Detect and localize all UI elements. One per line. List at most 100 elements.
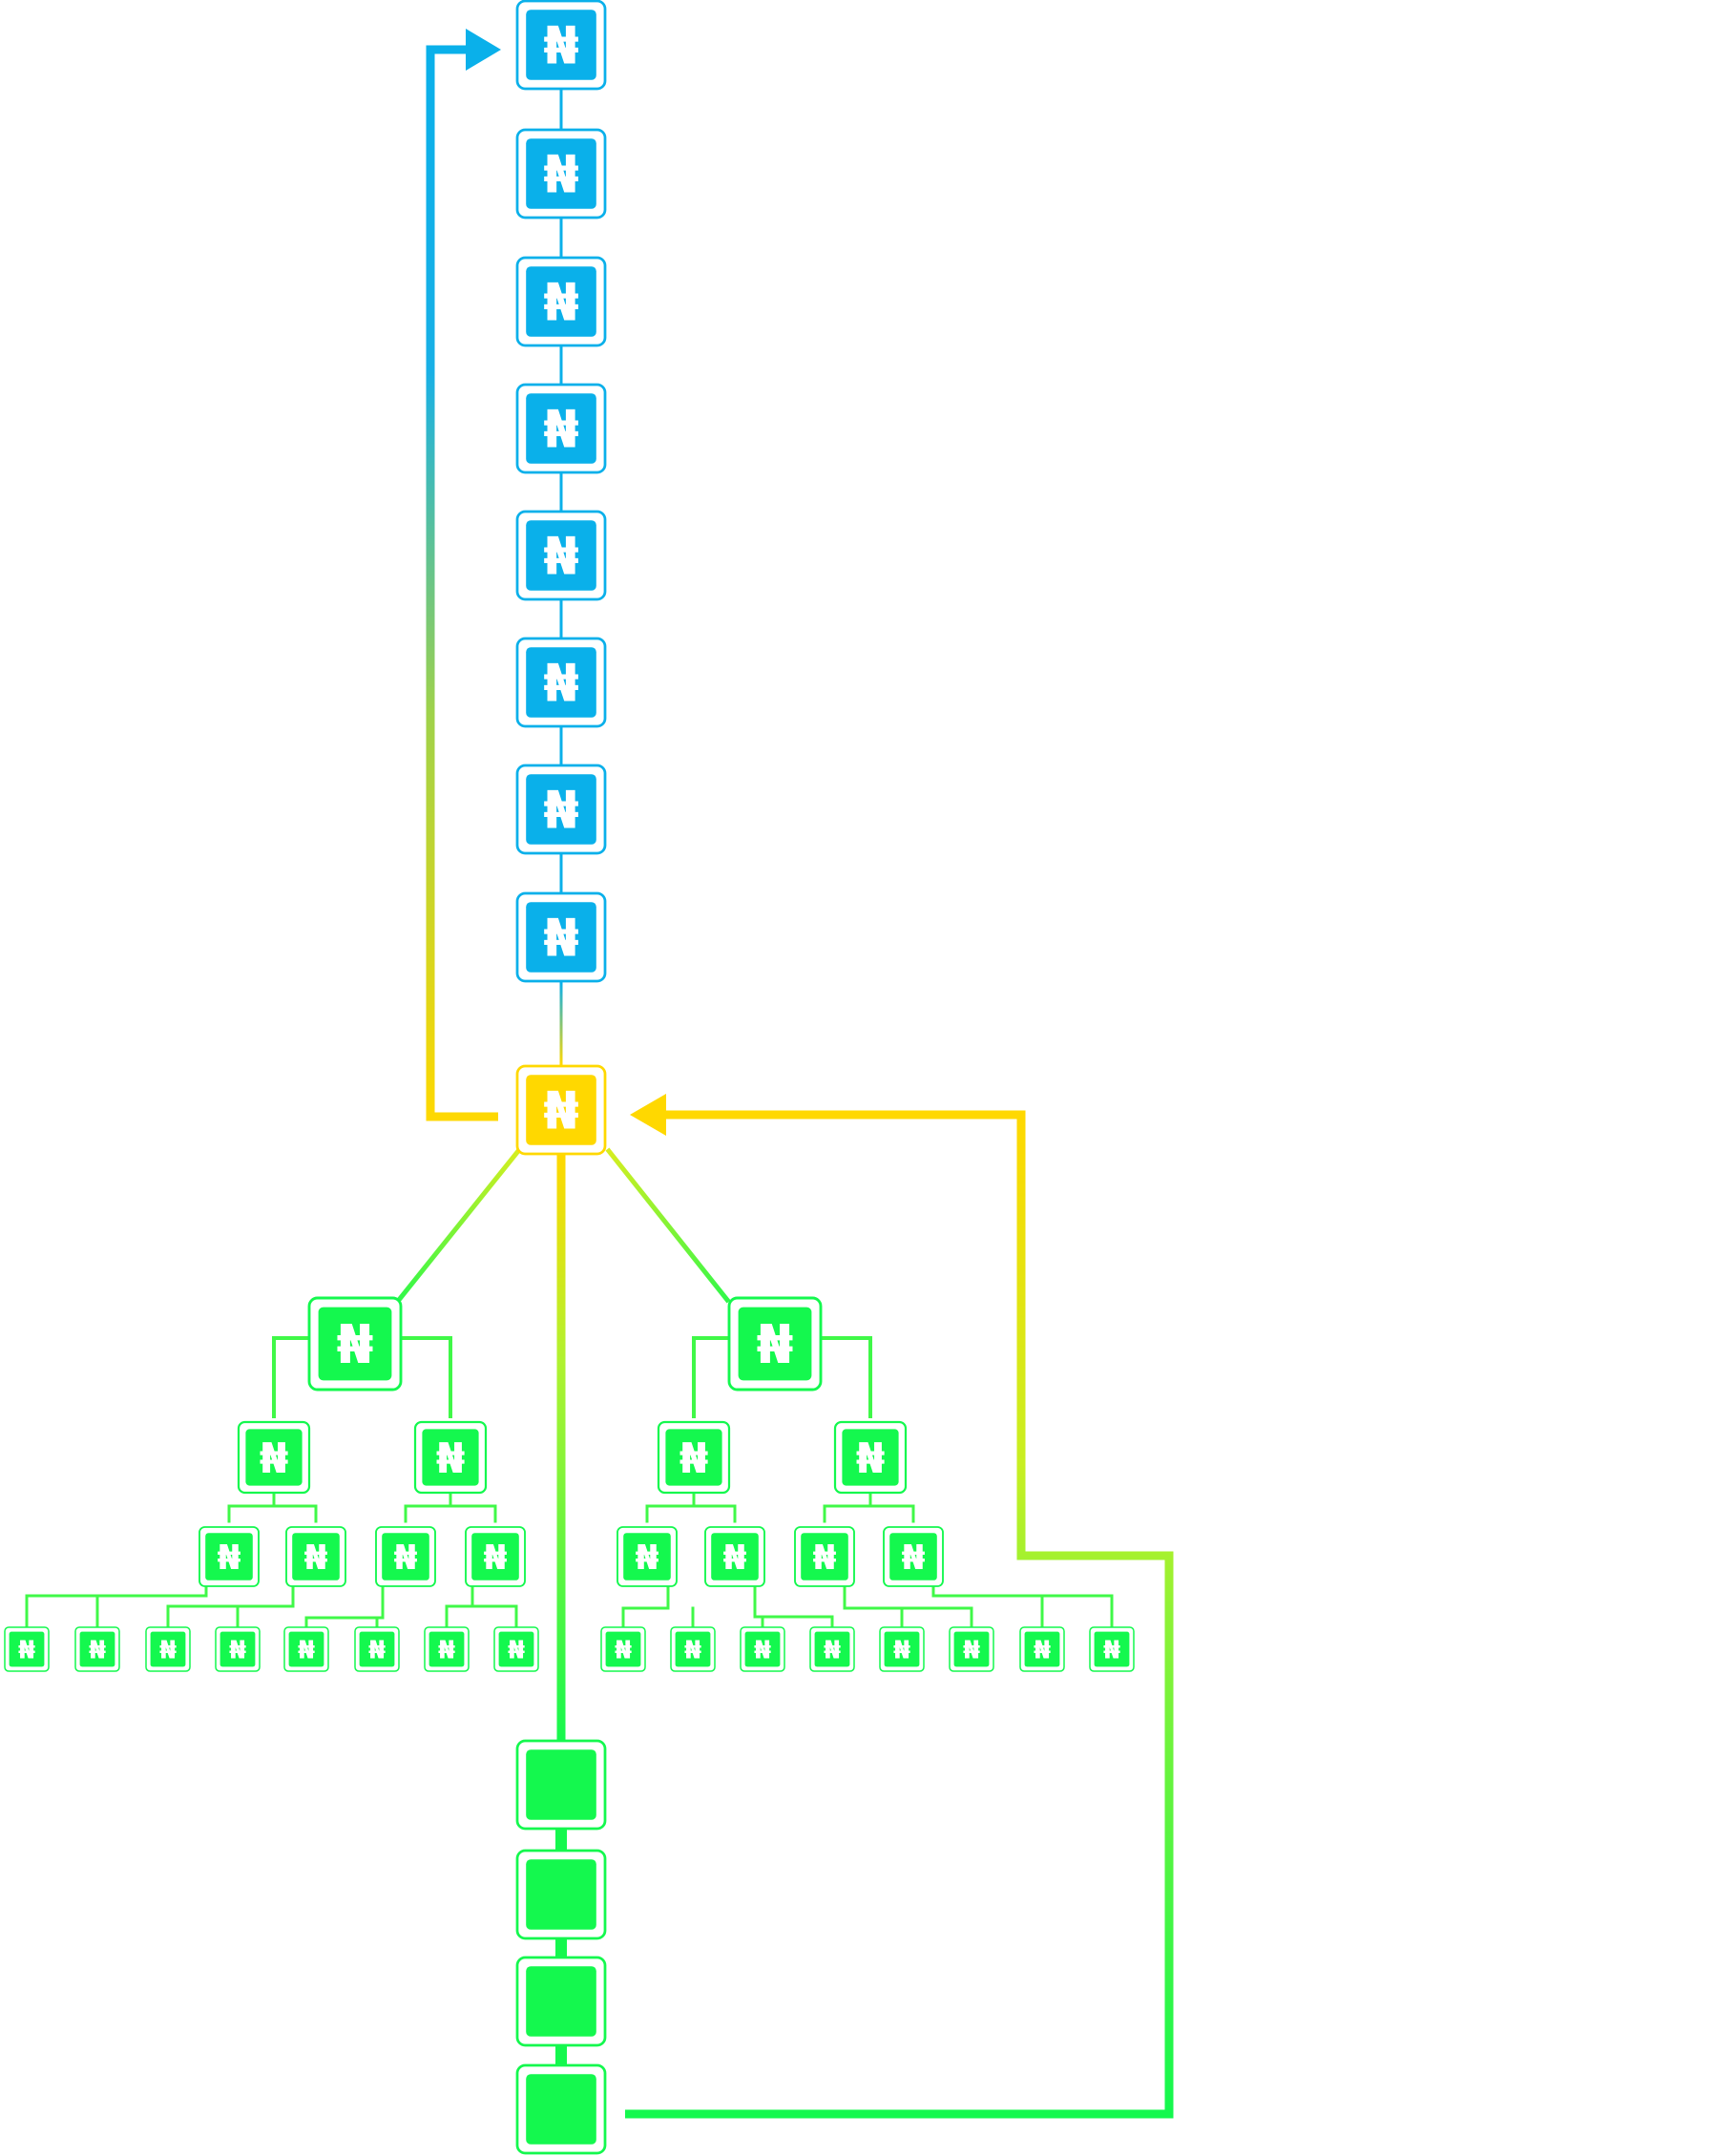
naira-symbol: ₦ bbox=[901, 1539, 925, 1578]
node-fill bbox=[526, 647, 596, 718]
node-fill bbox=[526, 1749, 596, 1820]
left-leaf-bus bbox=[445, 1579, 474, 1630]
node-fill bbox=[526, 2074, 596, 2145]
node-fill bbox=[471, 1533, 519, 1580]
leaf-node-16: ₦ bbox=[1089, 1626, 1135, 1672]
node-fill bbox=[526, 520, 596, 591]
node-fill bbox=[711, 1533, 759, 1580]
naira-symbol: ₦ bbox=[543, 399, 579, 459]
level3-node-7: ₦ bbox=[794, 1526, 855, 1587]
connectors bbox=[25, 87, 1114, 2077]
node-fill bbox=[526, 10, 596, 80]
leaf-node-14: ₦ bbox=[949, 1626, 994, 1672]
naira-symbol: ₦ bbox=[368, 1636, 386, 1664]
node-fill bbox=[150, 1631, 186, 1667]
leaf-node-3: ₦ bbox=[145, 1626, 191, 1672]
chain-node-4: ₦ bbox=[515, 383, 607, 474]
leaf-node-13: ₦ bbox=[879, 1626, 925, 1672]
left-leaf-bus bbox=[25, 1579, 208, 1630]
node-fill bbox=[382, 1533, 429, 1580]
node-fill bbox=[842, 1429, 899, 1486]
level2-node-4: ₦ bbox=[833, 1420, 908, 1495]
blank-block-3 bbox=[515, 1956, 607, 2047]
leaf-node-1: ₦ bbox=[4, 1626, 50, 1672]
naira-symbol: ₦ bbox=[229, 1636, 246, 1664]
chain-node-5: ₦ bbox=[515, 510, 607, 601]
node-fill bbox=[526, 902, 596, 973]
right-leaf-bus bbox=[931, 1579, 1114, 1630]
leaf-node-5: ₦ bbox=[283, 1626, 329, 1672]
chain-node-1: ₦ bbox=[515, 0, 607, 91]
right-leaf-bus bbox=[843, 1579, 973, 1630]
return-arrow-to-hub-line bbox=[625, 1110, 1174, 2119]
naira-symbol: ₦ bbox=[615, 1636, 632, 1664]
naira-symbol: ₦ bbox=[298, 1636, 315, 1664]
naira-symbol: ₦ bbox=[543, 908, 579, 968]
naira-symbol: ₦ bbox=[757, 1314, 794, 1376]
leaf-node-11: ₦ bbox=[740, 1626, 785, 1672]
naira-symbol: ₦ bbox=[684, 1636, 701, 1664]
left-branch-link-a bbox=[272, 1336, 317, 1418]
node-fill bbox=[623, 1533, 671, 1580]
naira-symbol: ₦ bbox=[543, 1080, 579, 1141]
leaf-node-6: ₦ bbox=[354, 1626, 400, 1672]
naira-symbol: ₦ bbox=[1034, 1636, 1051, 1664]
node-fill bbox=[9, 1631, 45, 1667]
node-fill bbox=[744, 1631, 781, 1667]
blank-block-4 bbox=[515, 2063, 607, 2155]
leaf-node-9: ₦ bbox=[600, 1626, 646, 1672]
naira-symbol: ₦ bbox=[679, 1434, 709, 1483]
naira-symbol: ₦ bbox=[217, 1539, 240, 1578]
node-fill bbox=[245, 1429, 303, 1486]
naira-symbol: ₦ bbox=[1103, 1636, 1120, 1664]
level3-node-5: ₦ bbox=[617, 1526, 678, 1587]
naira-symbol: ₦ bbox=[438, 1636, 455, 1664]
naira-symbol: ₦ bbox=[856, 1434, 886, 1483]
node-fill bbox=[1024, 1631, 1060, 1667]
node-fill bbox=[884, 1631, 920, 1667]
naira-symbol: ₦ bbox=[635, 1539, 658, 1578]
naira-symbol: ₦ bbox=[543, 272, 579, 332]
left-branch-link-b bbox=[393, 1336, 452, 1418]
level3-node-4: ₦ bbox=[465, 1526, 526, 1587]
left-leaf-bus bbox=[304, 1579, 385, 1630]
leaf-node-4: ₦ bbox=[215, 1626, 261, 1672]
node-fill bbox=[526, 138, 596, 209]
level2-node-2: ₦ bbox=[413, 1420, 488, 1495]
naira-symbol: ₦ bbox=[543, 653, 579, 713]
left-leaf-bus bbox=[472, 1604, 518, 1630]
leaf-node-12: ₦ bbox=[809, 1626, 855, 1672]
hub-right-branch-link bbox=[605, 1147, 731, 1304]
level3-node-3: ₦ bbox=[375, 1526, 436, 1587]
naira-symbol: ₦ bbox=[543, 15, 579, 75]
level3-node-1: ₦ bbox=[199, 1526, 260, 1587]
node-fill bbox=[801, 1533, 848, 1580]
left-leaf-bus bbox=[166, 1579, 295, 1630]
naira-symbol: ₦ bbox=[543, 144, 579, 204]
node-fill bbox=[889, 1533, 937, 1580]
right-branch-node: ₦ bbox=[727, 1296, 823, 1392]
level2-node-1: ₦ bbox=[237, 1420, 311, 1495]
leaf-node-10: ₦ bbox=[670, 1626, 716, 1672]
return-arrow-to-top-line bbox=[426, 45, 498, 1121]
naira-symbol: ₦ bbox=[18, 1636, 35, 1664]
naira-symbol: ₦ bbox=[893, 1636, 910, 1664]
naira-symbol: ₦ bbox=[337, 1314, 374, 1376]
node-fill bbox=[953, 1631, 990, 1667]
leaf-node-7: ₦ bbox=[424, 1626, 470, 1672]
naira-symbol: ₦ bbox=[159, 1636, 177, 1664]
naira-symbol: ₦ bbox=[722, 1539, 746, 1578]
naira-symbol: ₦ bbox=[436, 1434, 466, 1483]
arrow-head-right-icon bbox=[466, 29, 501, 71]
node-fill bbox=[526, 774, 596, 845]
nodes: ₦₦₦₦₦₦₦₦₦₦₦₦₦₦₦₦₦₦₦₦₦₦₦₦₦₦₦₦₦₦₦₦₦₦₦₦₦₦₦ bbox=[4, 0, 1135, 2155]
naira-symbol: ₦ bbox=[483, 1539, 507, 1578]
chain-node-2: ₦ bbox=[515, 128, 607, 220]
naira-symbol: ₦ bbox=[393, 1539, 417, 1578]
leaf-node-2: ₦ bbox=[74, 1626, 120, 1672]
node-fill bbox=[526, 1075, 596, 1145]
naira-symbol: ₦ bbox=[963, 1636, 980, 1664]
blank-block-1 bbox=[515, 1739, 607, 1831]
node-fill bbox=[498, 1631, 534, 1667]
naira-symbol: ₦ bbox=[754, 1636, 771, 1664]
